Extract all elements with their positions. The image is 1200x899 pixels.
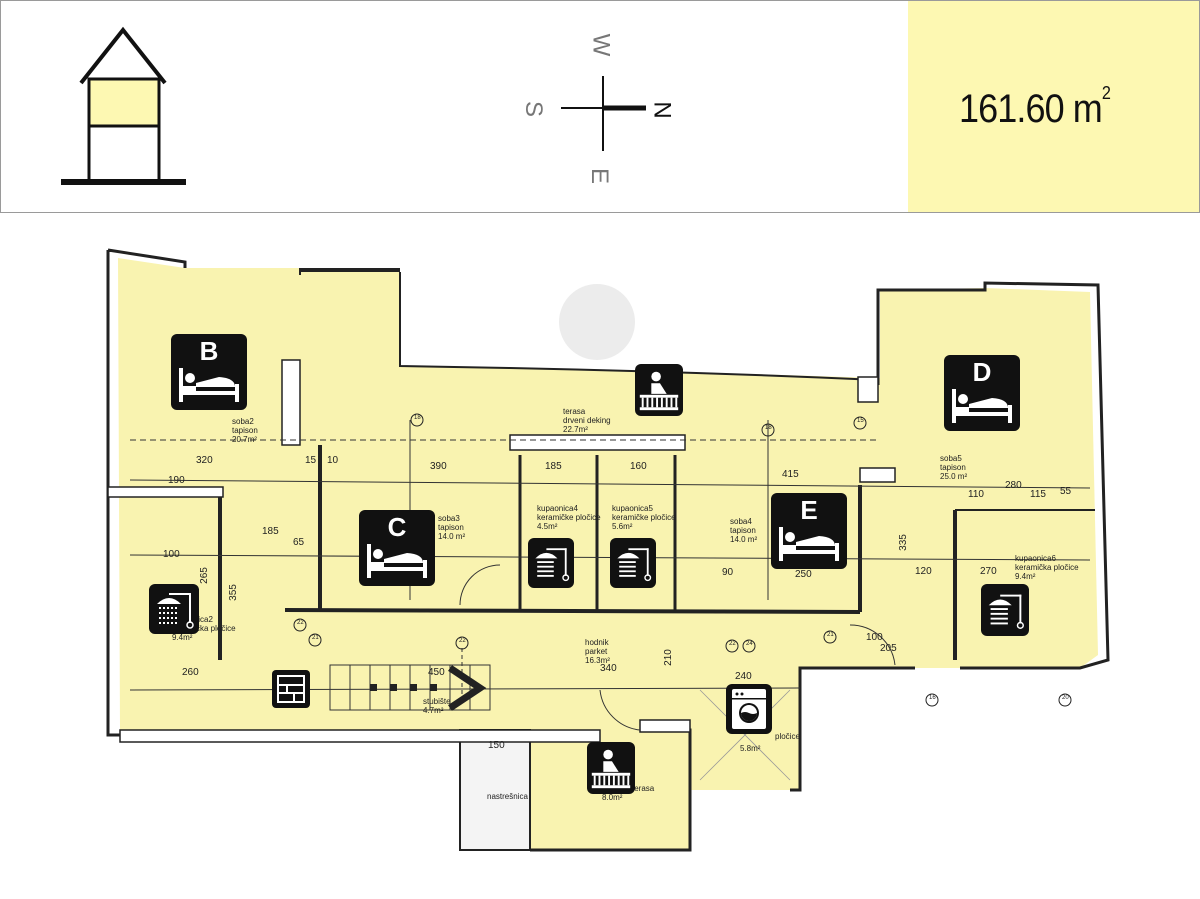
dimension-label: 250 bbox=[795, 569, 812, 580]
dimension-label: 415 bbox=[782, 469, 799, 480]
bedroom-c-icon: C bbox=[359, 510, 435, 586]
compass-west: W bbox=[587, 33, 615, 57]
house-floor-indicator-icon bbox=[61, 26, 186, 185]
dimension-label: 280 bbox=[1005, 480, 1022, 491]
grid-marker: 22 bbox=[297, 620, 304, 626]
grid-marker: 18 bbox=[765, 425, 772, 431]
bedroom-d-icon: D bbox=[944, 355, 1020, 431]
grid-marker: 22 bbox=[459, 638, 466, 644]
grid-marker: 22 bbox=[729, 641, 736, 647]
dimension-label: 390 bbox=[430, 461, 447, 472]
header-panel: W S N E 161.60 m2 bbox=[0, 0, 1200, 213]
grid-marker: 24 bbox=[746, 641, 753, 647]
balcony-icon bbox=[635, 364, 683, 416]
room-label-laundry-floor: pločice bbox=[775, 732, 800, 741]
balcony-icon bbox=[587, 742, 635, 794]
dimension-label: 355 bbox=[227, 584, 239, 601]
grid-marker: 16 bbox=[929, 695, 936, 701]
dimension-label: 65 bbox=[293, 537, 305, 548]
dimension-label: 190 bbox=[168, 475, 185, 486]
dimension-label: 100 bbox=[866, 632, 883, 643]
floor-plan: 18 18 15 22 21 22 22 24 21 16 20 320 190… bbox=[0, 212, 1200, 899]
dimension-label: 115 bbox=[1030, 489, 1046, 500]
dimension-label: 150 bbox=[488, 740, 505, 751]
shower-icon bbox=[981, 584, 1029, 636]
grid-marker: 15 bbox=[857, 418, 864, 424]
dimension-label: 185 bbox=[545, 461, 562, 472]
dimension-label: 260 bbox=[182, 667, 199, 678]
dimension-label: 185 bbox=[262, 526, 279, 537]
room-label-laundry-area: 5.8m² bbox=[740, 744, 761, 753]
dimension-label: 335 bbox=[897, 534, 909, 551]
grid-marker: 18 bbox=[414, 415, 421, 421]
dimension-label: 205 bbox=[880, 643, 897, 654]
dimension-label: 340 bbox=[600, 663, 617, 674]
compass-cross-icon bbox=[561, 76, 646, 151]
dimension-label: 210 bbox=[662, 649, 674, 666]
dimension-label: 320 bbox=[196, 455, 213, 466]
compass-south: S bbox=[520, 100, 548, 118]
stairs-direction-arrow-icon bbox=[370, 665, 487, 711]
bedroom-b-icon: B bbox=[171, 334, 247, 410]
grid-marker: 21 bbox=[827, 632, 834, 638]
dimension-label: 10 bbox=[327, 455, 339, 466]
dimension-label: 15 bbox=[305, 455, 317, 466]
grid-marker: 20 bbox=[1062, 695, 1069, 701]
dimension-label: 240 bbox=[735, 671, 752, 682]
washing-machine-icon bbox=[726, 684, 772, 734]
dimension-label: 265 bbox=[198, 567, 210, 584]
grid-marker: 21 bbox=[312, 635, 319, 641]
total-area: 161.60 m2 bbox=[959, 83, 1111, 131]
total-area-panel bbox=[908, 1, 1199, 212]
dimension-label: 90 bbox=[722, 567, 734, 578]
dimension-label: 110 bbox=[968, 489, 984, 500]
bedroom-e-icon: E bbox=[771, 493, 847, 569]
compass-north: N bbox=[648, 101, 676, 119]
storage-shelf-icon bbox=[272, 670, 310, 708]
compass-east: E bbox=[586, 167, 614, 185]
dimension-label: 100 bbox=[163, 549, 180, 560]
shower-icon bbox=[149, 584, 199, 634]
dimension-label: 120 bbox=[915, 566, 932, 577]
dimension-label: 160 bbox=[630, 461, 647, 472]
shower-icon bbox=[610, 538, 656, 588]
dimension-label: 450 bbox=[428, 667, 445, 678]
floor-plan-drawing bbox=[106, 248, 1110, 852]
room-label-canopy: nastrešnica bbox=[487, 792, 528, 801]
dimension-label: 270 bbox=[980, 566, 997, 577]
dimension-label: 55 bbox=[1060, 486, 1072, 497]
shower-icon bbox=[528, 538, 574, 588]
